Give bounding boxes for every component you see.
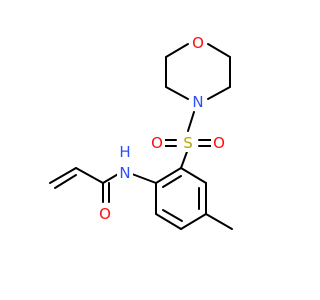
bond-aryl-top-left xyxy=(155,167,182,184)
sulfur-label: S xyxy=(183,134,193,152)
sulfur-label-background xyxy=(180,134,196,152)
sulfonyl-oxygen-right-label-background xyxy=(211,134,227,152)
bond-aryl-bottom-right xyxy=(180,213,207,230)
bond-n-sulfur xyxy=(187,111,195,132)
bond-sulfur-aryl xyxy=(180,148,189,169)
amide-nitrogen-label-background xyxy=(117,164,133,182)
sulfonyl-oxygen-left-label-background xyxy=(149,134,165,152)
bond-aryl-top-right xyxy=(180,167,207,184)
morpholine-nitrogen-label: N xyxy=(192,93,203,111)
amide-hydrogen-label: H xyxy=(119,143,130,161)
atom-label-layer: O N S O O H N O xyxy=(97,34,227,223)
sulfonyl-oxygen-right-label: O xyxy=(213,134,225,152)
bond-aryl-bottom-left xyxy=(155,213,182,230)
bond-layer xyxy=(49,43,233,230)
bond-aryl-methyl xyxy=(205,213,233,230)
bond-morpholine-c-left-n xyxy=(165,86,189,100)
sulfonyl-oxygen-left-label: O xyxy=(151,134,163,152)
amide-hydrogen-label-background xyxy=(117,143,133,161)
bond-morpholine-c-right-o xyxy=(207,43,231,58)
carbonyl-oxygen-label: O xyxy=(99,205,111,223)
bond-morpholine-o-c-left xyxy=(165,43,189,58)
bond-carbonyl-vinyl xyxy=(75,167,104,184)
morpholine-oxygen-label: O xyxy=(192,34,204,52)
amide-nitrogen-label: N xyxy=(119,164,130,182)
morpholine-oxygen-label-background xyxy=(191,34,207,52)
morpholine-nitrogen-label-background xyxy=(190,93,206,111)
bond-morpholine-n-c-right xyxy=(207,86,231,100)
carbonyl-oxygen-label-background xyxy=(97,205,113,223)
bond-aryl-top-left-inner xyxy=(162,175,182,188)
molecule-structure-diagram: O N S O O H N O xyxy=(49,34,233,230)
bond-aryl-bottom-left-inner xyxy=(162,209,183,222)
bond-aryl-amide-n xyxy=(131,173,157,184)
bond-vinyl-terminal xyxy=(49,167,77,184)
bond-vinyl-terminal-double xyxy=(54,174,77,189)
